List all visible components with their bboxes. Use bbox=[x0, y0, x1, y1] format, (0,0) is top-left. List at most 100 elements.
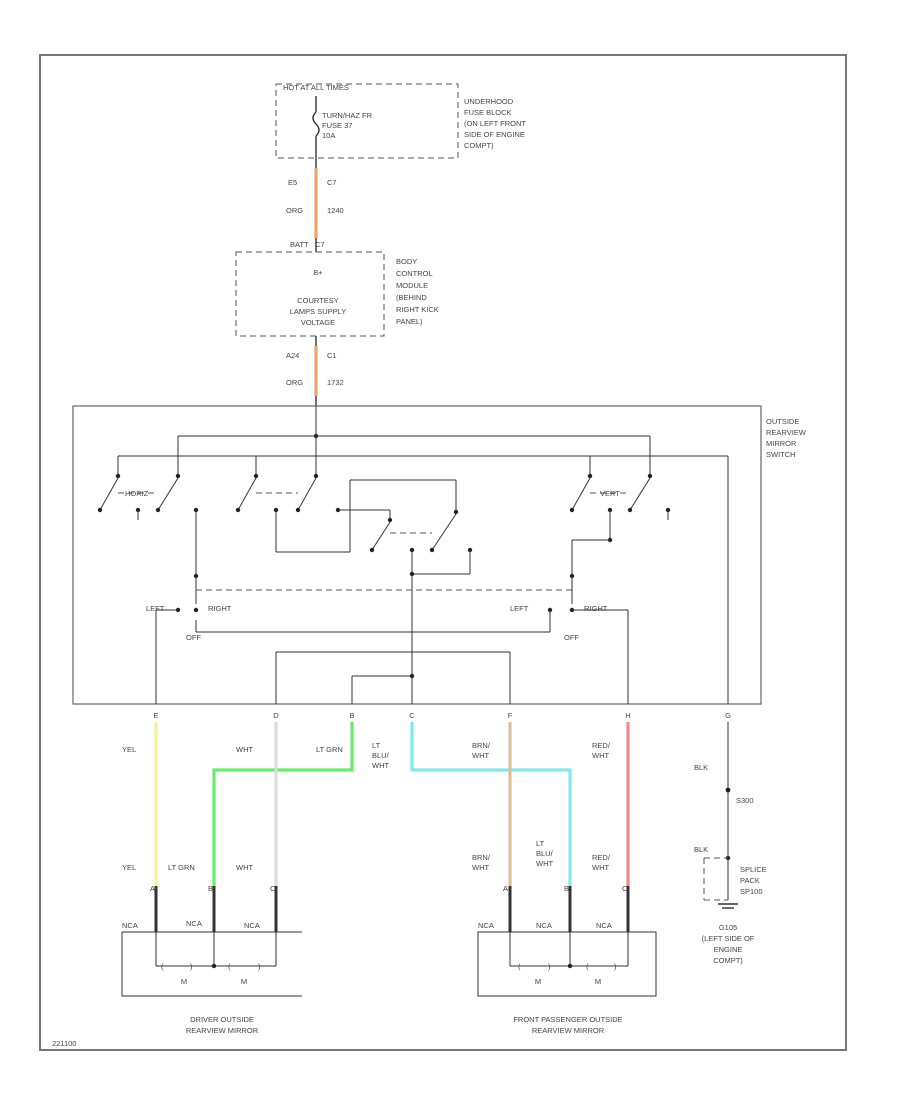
fuse-block: HOT AT ALL TIMES TURN/HAZ FR FUSE 37 10A… bbox=[275, 83, 526, 159]
passenger-mirror-outline bbox=[477, 931, 657, 997]
ground-loc-3: COMPT) bbox=[713, 956, 743, 965]
bcm-inner-3: LAMPS SUPPLY bbox=[290, 307, 347, 316]
wire1-pin: E5 bbox=[288, 178, 297, 187]
drv-conn-2: NCA bbox=[186, 919, 202, 928]
switch-name-4: SWITCH bbox=[766, 450, 796, 459]
driver-mirror-outline bbox=[121, 932, 302, 997]
drv-pin-c: C bbox=[270, 884, 276, 893]
pas-name-2: REARVIEW MIRROR bbox=[532, 1026, 605, 1035]
label-ltblu-bot-3: WHT bbox=[536, 859, 553, 868]
label-brn-top-2: WHT bbox=[472, 751, 489, 760]
label-red-top-2: WHT bbox=[592, 751, 609, 760]
wire1-conn: C7 bbox=[327, 178, 337, 187]
switch-name-3: MIRROR bbox=[766, 439, 797, 448]
switch-name-1: OUTSIDE bbox=[766, 417, 799, 426]
horiz-label: HORIZ bbox=[125, 489, 149, 498]
figure-id: 221100 bbox=[52, 1039, 76, 1048]
label-red-bot-1: RED/ bbox=[592, 853, 611, 862]
pas-conn-3: NCA bbox=[596, 921, 612, 930]
fuse-line-3: 10A bbox=[322, 131, 335, 140]
lt-grn-wire bbox=[212, 722, 354, 886]
pas-motor-1-right: ) bbox=[548, 962, 551, 971]
wire-bcm-to-switch: A24 C1 ORG 1732 bbox=[286, 336, 344, 406]
label-blk-2: BLK bbox=[694, 845, 708, 854]
drv-pin-a: A bbox=[150, 884, 155, 893]
bcm-loc-4: (BEHIND bbox=[396, 293, 427, 302]
wire-fuse-to-bcm: E5 C7 ORG 1240 bbox=[286, 158, 344, 252]
fuse-loc-1: UNDERHOOD bbox=[464, 97, 514, 106]
switch-name-2: REARVIEW bbox=[766, 428, 807, 437]
drv-pin-b: B bbox=[208, 884, 213, 893]
bcm-loc-3: MODULE bbox=[396, 281, 428, 290]
splice-line-2: PACK bbox=[740, 876, 760, 885]
drv-motor-2-right: ) bbox=[258, 962, 261, 971]
switch-pin-5: F bbox=[508, 711, 513, 720]
label-brn-top-1: BRN/ bbox=[472, 741, 491, 750]
pas-motor-2-right: ) bbox=[614, 962, 617, 971]
switch-pin-6: H bbox=[625, 711, 630, 720]
switch-pin-7: G bbox=[725, 711, 731, 720]
splice-line-1: SPLICE bbox=[740, 865, 767, 874]
pas-name-1: FRONT PASSENGER OUTSIDE bbox=[513, 1015, 622, 1024]
wire2-circuit: 1732 bbox=[327, 378, 344, 387]
switch-pin-4: C bbox=[409, 711, 415, 720]
pas-motor-2: M bbox=[595, 977, 601, 986]
body-control-module: BATT C7 B+ COURTESY LAMPS SUPPLY VOLTAGE… bbox=[235, 240, 439, 337]
bcm-conn: C7 bbox=[315, 240, 325, 249]
label-ltgrn-top: LT GRN bbox=[316, 745, 343, 754]
wire2-conn: C1 bbox=[327, 351, 337, 360]
label-brn-bot-2: WHT bbox=[472, 863, 489, 872]
bcm-loc-6: PANEL) bbox=[396, 317, 423, 326]
pas-motor-1-left: ( bbox=[518, 962, 521, 971]
pas-motor-1: M bbox=[535, 977, 541, 986]
wire2-color: ORG bbox=[286, 378, 303, 387]
bcm-inner-4: VOLTAGE bbox=[301, 318, 335, 327]
wire1-color: ORG bbox=[286, 206, 303, 215]
left-label-pass: LEFT bbox=[510, 604, 529, 613]
label-yel-top: YEL bbox=[122, 745, 136, 754]
switch-pin-2: D bbox=[273, 711, 279, 720]
pas-pin-a: A bbox=[503, 884, 508, 893]
drv-conn-3: NCA bbox=[244, 921, 260, 930]
bcm-inner-2: COURTESY bbox=[297, 296, 339, 305]
bcm-inner-1: B+ bbox=[313, 268, 323, 277]
label-ltblu-top-3: WHT bbox=[372, 761, 389, 770]
wire2-pin: A24 bbox=[286, 351, 299, 360]
vert-label: VERT bbox=[600, 489, 620, 498]
right-label-pass: RIGHT bbox=[584, 604, 608, 613]
mirror-switch: OUTSIDE REARVIEW MIRROR SWITCH HORIZ bbox=[72, 405, 807, 720]
pas-motor-2-left: ( bbox=[586, 962, 589, 971]
left-label-driver: LEFT bbox=[146, 604, 165, 613]
label-s300: S300 bbox=[736, 796, 754, 805]
splice-line-3: SP100 bbox=[740, 887, 763, 896]
off-label-driver: OFF bbox=[186, 633, 201, 642]
label-blk: BLK bbox=[694, 763, 708, 772]
label-red-bot-2: WHT bbox=[592, 863, 609, 872]
drv-name-1: DRIVER OUTSIDE bbox=[190, 1015, 254, 1024]
label-brn-bot-1: BRN/ bbox=[472, 853, 491, 862]
label-ltblu-bot-1: LT bbox=[536, 839, 545, 848]
pas-conn-2: NCA bbox=[536, 921, 552, 930]
bcm-outline bbox=[235, 251, 385, 337]
harness-wires: YEL WHT LT GRN LT BLU/ WHT BRN/ WHT RED/… bbox=[122, 722, 754, 900]
label-ltgrn-bot: LT GRN bbox=[168, 863, 195, 872]
drv-motor-2: M bbox=[241, 977, 247, 986]
lt-blu-wht-wire bbox=[410, 722, 572, 886]
fuse-loc-3: (ON LEFT FRONT bbox=[464, 119, 526, 128]
switch-pin-3: B bbox=[349, 711, 354, 720]
pas-pin-c: C bbox=[622, 884, 628, 893]
label-wht-bot: WHT bbox=[236, 863, 253, 872]
label-red-top-1: RED/ bbox=[592, 741, 611, 750]
drv-name-2: REARVIEW MIRROR bbox=[186, 1026, 259, 1035]
drv-motor-2-left: ( bbox=[228, 962, 231, 971]
off-label-pass: OFF bbox=[564, 633, 579, 642]
ground-loc-1: (LEFT SIDE OF bbox=[702, 934, 755, 943]
bcm-pin: BATT bbox=[290, 240, 309, 249]
drv-conn-1: NCA bbox=[122, 921, 138, 930]
ground-loc-2: ENGINE bbox=[714, 945, 743, 954]
wire1-circuit: 1240 bbox=[327, 206, 344, 215]
fuse-line-2: FUSE 37 bbox=[322, 121, 352, 130]
driver-mirror: A B C NCA NCA NCA ( ) ( ) M M DRIVER OUT… bbox=[121, 884, 302, 1035]
